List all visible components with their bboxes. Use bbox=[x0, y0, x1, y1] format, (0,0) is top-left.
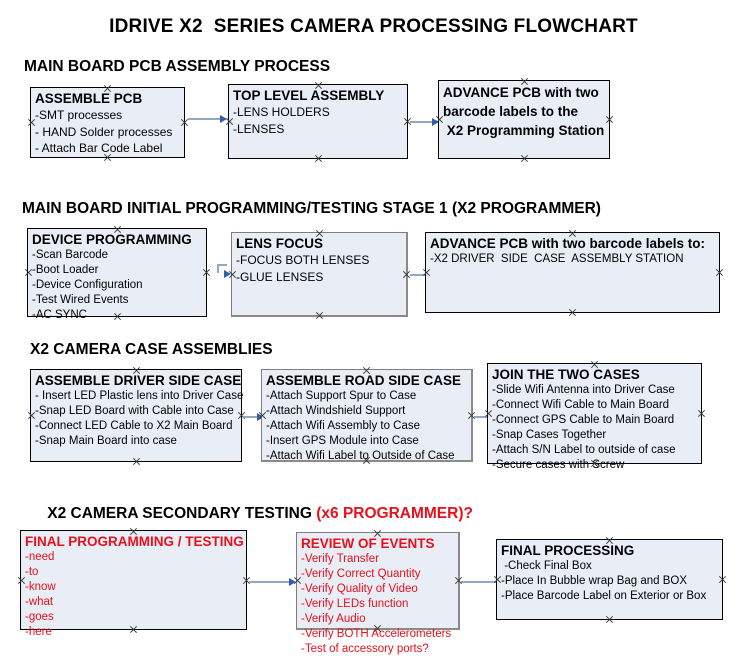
node-title: TOP LEVEL ASSEMBLY bbox=[233, 88, 385, 103]
connector-handle-bottom[interactable] bbox=[520, 154, 529, 163]
node-line: -FOCUS BOTH LENSES bbox=[236, 253, 370, 267]
node-line: barcode labels to the bbox=[443, 104, 579, 119]
node-line: -Boot Loader bbox=[32, 264, 99, 276]
node-title: FINAL PROCESSING bbox=[501, 543, 635, 558]
connector-handle-right[interactable] bbox=[715, 268, 724, 277]
arrow-3-1 bbox=[243, 412, 265, 421]
node-line: -Scan Barcode bbox=[32, 249, 109, 261]
node-title: JOIN THE TWO CASES bbox=[492, 367, 640, 382]
node-line: -Verify BOTH Accelerometers bbox=[301, 628, 452, 640]
node-line: -Test Wired Events bbox=[32, 294, 129, 306]
node-line: -Snap Cases Together bbox=[492, 429, 607, 441]
node-advance-pcb-driver-side[interactable]: ADVANCE PCB with two barcode labels to: … bbox=[425, 232, 720, 313]
node-line: -LENS HOLDERS bbox=[233, 105, 330, 119]
node-line: -Attach Support Spur to Case bbox=[266, 390, 417, 402]
node-line: -Verify Correct Quantity bbox=[301, 568, 421, 580]
node-final-programming-testing[interactable]: FINAL PROGRAMMING / TESTING -need -to -k… bbox=[20, 530, 247, 638]
node-title: ADVANCE PCB with two barcode labels to: bbox=[430, 236, 706, 251]
section-header-4-red: (x6 PROGRAMMER)? bbox=[316, 505, 473, 522]
node-line: -know bbox=[25, 581, 56, 593]
section-header-3: X2 CAMERA CASE ASSEMBLIES bbox=[30, 341, 273, 358]
node-title: REVIEW OF EVENTS bbox=[301, 536, 435, 551]
arrow-1-1 bbox=[188, 114, 228, 123]
node-line: -Place Barcode Label on Exterior or Box bbox=[501, 590, 707, 602]
node-final-processing[interactable]: FINAL PROCESSING -Check Final Box -Place… bbox=[496, 539, 723, 620]
node-line: -Verify Audio bbox=[301, 613, 366, 625]
node-title: ASSEMBLE PCB bbox=[35, 91, 143, 106]
node-advance-pcb-station[interactable]: ADVANCE PCB with two barcode labels to t… bbox=[438, 80, 610, 159]
node-line: -Secure cases with Screw bbox=[492, 459, 625, 471]
arrow-4-1 bbox=[249, 577, 297, 586]
node-assemble-road-side-case[interactable]: ASSEMBLE ROAD SIDE CASE -Attach Support … bbox=[261, 369, 473, 462]
node-line: - Attach Bar Code Label bbox=[35, 141, 163, 155]
connector-handle-bottom[interactable] bbox=[605, 615, 614, 624]
section-header-1: MAIN BOARD PCB ASSEMBLY PROCESS bbox=[24, 58, 331, 75]
node-line: -LENSES bbox=[233, 121, 285, 136]
node-line: -Snap LED Board with Cable into Case bbox=[35, 405, 234, 417]
node-line: -X2 DRIVER SIDE CASE ASSEMBLY STATION bbox=[430, 253, 684, 265]
connector-handle-bottom[interactable] bbox=[568, 308, 577, 317]
section-header-2: MAIN BOARD INITIAL PROGRAMMING/TESTING S… bbox=[22, 200, 601, 217]
node-line: -Check Final Box bbox=[501, 560, 592, 572]
node-line: X2 Programming Station bbox=[443, 123, 605, 138]
node-line: -Connect LED Cable to X2 Main Board bbox=[35, 420, 233, 432]
node-line: -GLUE LENSES bbox=[236, 269, 324, 284]
node-line-overflow: -Test of accessory ports? bbox=[301, 643, 429, 655]
node-line: -need bbox=[25, 551, 55, 563]
arrow-2-1 bbox=[208, 264, 232, 278]
node-join-the-two-cases[interactable]: JOIN THE TWO CASES -Slide Wifi Antenna i… bbox=[487, 363, 702, 471]
page-title: IDRIVE X2 SERIES CAMERA PROCESSING FLOWC… bbox=[109, 16, 638, 37]
connector-handle-bottom[interactable] bbox=[314, 154, 323, 163]
node-line: -Insert GPS Module into Case bbox=[266, 435, 419, 447]
node-line: - HAND Solder processes bbox=[35, 124, 173, 139]
connector-handle-bottom[interactable] bbox=[315, 311, 324, 320]
node-line: -Connect Wifi Cable to Main Board bbox=[492, 399, 670, 411]
node-line: -Attach Windshield Support bbox=[266, 405, 406, 417]
node-line: -Slide Wifi Antenna into Driver Case bbox=[492, 384, 675, 396]
node-review-of-events[interactable]: REVIEW OF EVENTS -Verify Transfer -Verif… bbox=[296, 532, 460, 655]
node-line: -Attach Wifi Assembly to Case bbox=[266, 420, 421, 432]
node-lens-focus[interactable]: LENS FOCUS -FOCUS BOTH LENSES -GLUE LENS… bbox=[231, 232, 408, 317]
connector-handle-bottom[interactable] bbox=[132, 457, 141, 466]
node-line: -Snap Main Board into case bbox=[35, 435, 177, 447]
node-title: LENS FOCUS bbox=[236, 236, 324, 251]
node-line: -Place In Bubble wrap Bag and BOX bbox=[501, 575, 688, 587]
node-line: -Connect GPS Cable to Main Board bbox=[492, 414, 675, 426]
arrow-1-2 bbox=[410, 117, 440, 126]
section-header-4-black: X2 CAMERA SECONDARY TESTING bbox=[47, 505, 317, 522]
node-assemble-pcb[interactable]: ASSEMBLE PCB -SMT processes - HAND Solde… bbox=[30, 87, 185, 158]
node-line: -to bbox=[25, 566, 39, 578]
node-line: -here bbox=[25, 626, 52, 638]
node-device-programming[interactable]: DEVICE PROGRAMMING -Scan Barcode -Boot L… bbox=[27, 228, 207, 321]
node-line: -goes bbox=[25, 611, 54, 623]
node-assemble-driver-side-case[interactable]: ASSEMBLE DRIVER SIDE CASE - Insert LED P… bbox=[30, 369, 244, 462]
node-line: -Device Configuration bbox=[32, 279, 143, 291]
node-top-level-assembly[interactable]: TOP LEVEL ASSEMBLY -LENS HOLDERS -LENSES bbox=[228, 84, 408, 159]
node-title: ASSEMBLE ROAD SIDE CASE bbox=[266, 373, 462, 388]
node-line: -Verify Quality of Video bbox=[301, 583, 418, 595]
node-line: -Verify Transfer bbox=[301, 553, 379, 565]
node-line: -SMT processes bbox=[35, 108, 123, 122]
node-line: -Verify LEDs function bbox=[301, 598, 409, 610]
node-title: ADVANCE PCB with two bbox=[443, 85, 599, 100]
node-title: DEVICE PROGRAMMING bbox=[32, 232, 192, 247]
section-header-4: X2 CAMERA SECONDARY TESTING (x6 PROGRAMM… bbox=[30, 487, 473, 541]
node-line: -AC SYNC bbox=[32, 309, 87, 321]
node-title: FINAL PROGRAMMING / TESTING bbox=[25, 534, 244, 549]
node-title: ASSEMBLE DRIVER SIDE CASE bbox=[35, 373, 242, 388]
node-line: -what bbox=[25, 596, 54, 608]
node-line: - Insert LED Plastic lens into Driver Ca… bbox=[35, 390, 244, 402]
node-line: -Attach S/N Label to outside of case bbox=[492, 444, 676, 456]
node-line: -Attach Wifi Label to Outside of Case bbox=[266, 450, 455, 462]
